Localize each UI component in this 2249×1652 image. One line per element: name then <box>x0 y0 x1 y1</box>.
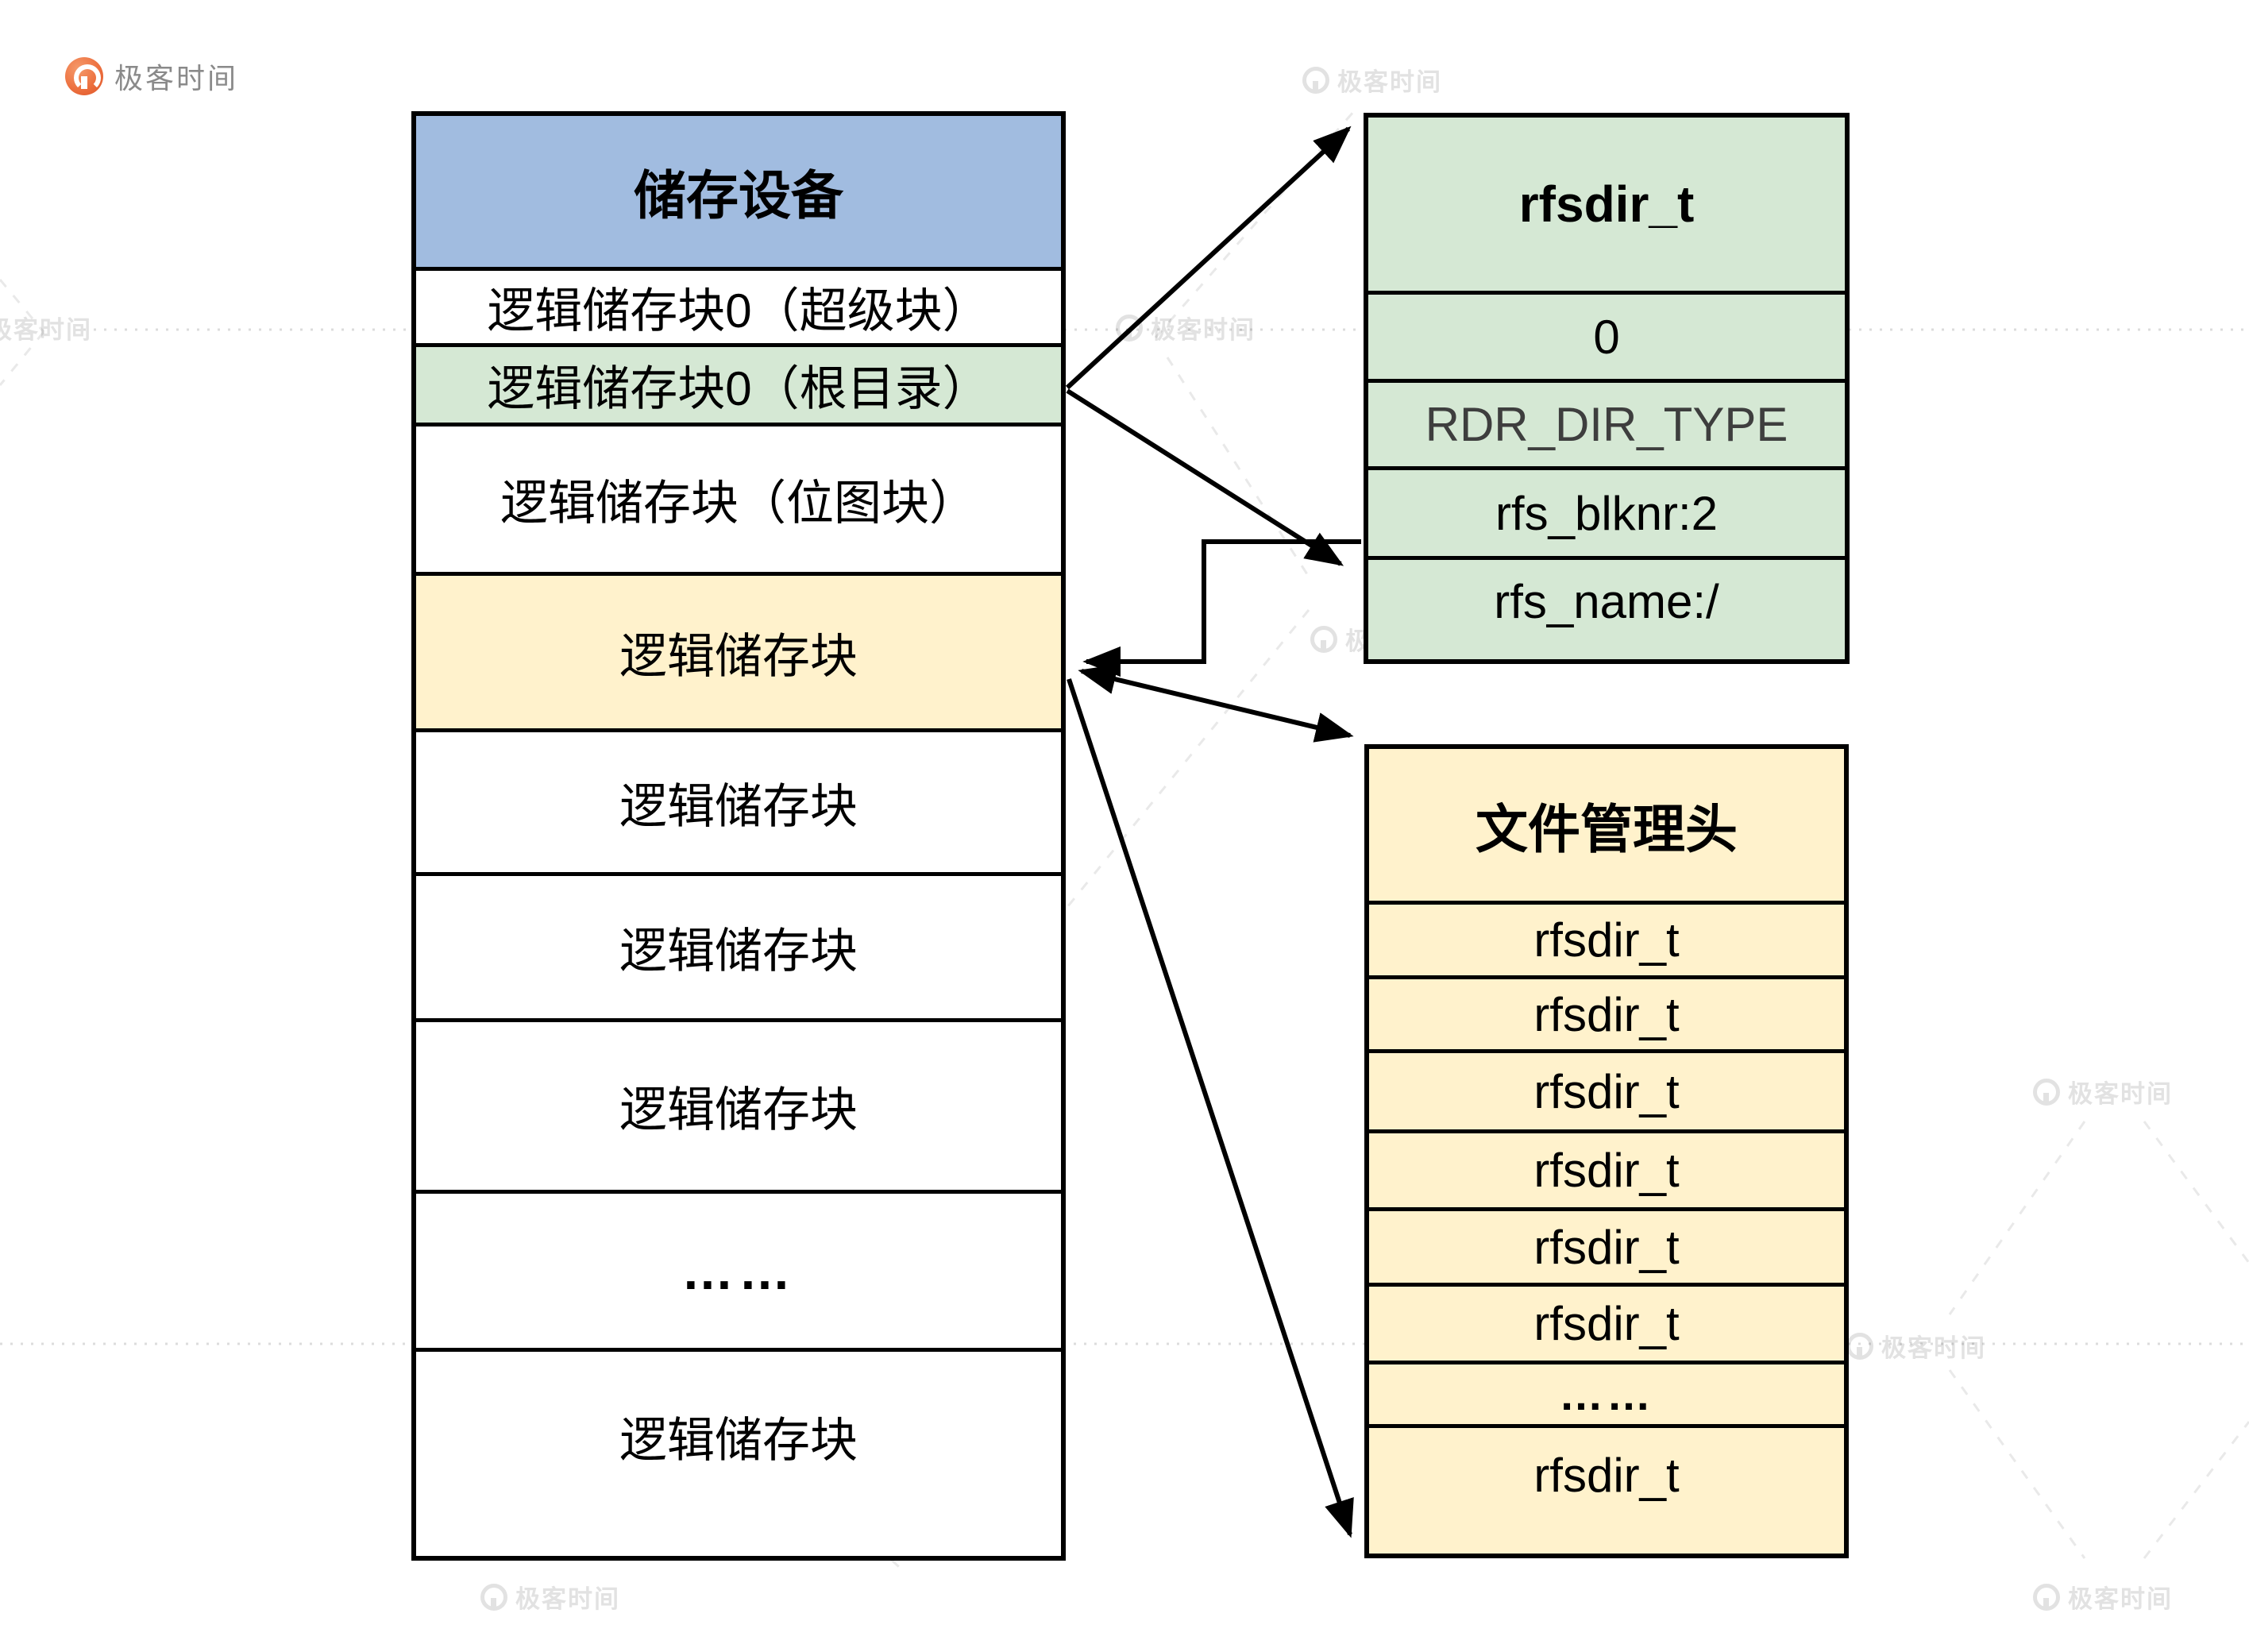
file-header-row-rfsdir: rfsdir_t <box>1369 1283 1844 1361</box>
storage-row-block-data: 逻辑储存块 <box>416 572 1061 728</box>
file-header-row-rfsdir: rfsdir_t <box>1369 901 1844 975</box>
watermark: 极客时间 <box>480 1579 620 1615</box>
file-header-row-rfsdir: rfsdir_t <box>1369 1129 1844 1207</box>
rfsdir-field-type: RDR_DIR_TYPE <box>1368 379 1845 466</box>
file-header-row-ellipsis: …… <box>1369 1361 1844 1424</box>
watermark: 极客时间 <box>1116 310 1256 345</box>
arrow-rootdir-to-rfsdir-name <box>1066 388 1344 566</box>
geektime-watermark-icon <box>1310 625 1337 653</box>
file-header-row-rfsdir: rfsdir_t <box>1369 1049 1844 1129</box>
rfsdir-struct-table: rfsdir_t 0 RDR_DIR_TYPE rfs_blknr:2 rfs_… <box>1364 113 1850 664</box>
storage-row-superblock: 逻辑储存块0（超级块） <box>416 267 1061 343</box>
arrow-block-to-fileheader-top <box>1078 664 1354 743</box>
storage-row-block: 逻辑储存块 <box>416 1018 1061 1190</box>
geektime-watermark-icon <box>1302 66 1329 94</box>
storage-row-block: 逻辑储存块 <box>416 872 1061 1018</box>
rfsdir-field-name: rfs_name:/ <box>1368 556 1845 643</box>
arrow-rootdir-to-rfsdir-top <box>1065 125 1352 390</box>
arrow-block-to-fileheader-last <box>1067 678 1354 1538</box>
watermark: 极客时间 <box>1846 1328 1986 1364</box>
rfsdir-field-zero: 0 <box>1368 291 1845 379</box>
watermark: 极客时间 <box>2033 1579 2173 1615</box>
file-header-row-rfsdir: rfsdir_t <box>1369 1424 1844 1522</box>
storage-row-block: 逻辑储存块 <box>416 728 1061 872</box>
watermark: 极客时间 <box>2033 1074 2173 1110</box>
brand-logo-text: 极客时间 <box>114 62 239 95</box>
geektime-watermark-icon <box>480 1583 507 1611</box>
rfsdir-field-blknr: rfs_blknr:2 <box>1368 466 1845 556</box>
file-header-row-rfsdir: rfsdir_t <box>1369 1207 1844 1283</box>
file-header-table: 文件管理头 rfsdir_t rfsdir_t rfsdir_t rfsdir_… <box>1364 744 1849 1558</box>
storage-table-title: 储存设备 <box>416 116 1061 267</box>
watermark: 极客时间 <box>0 316 92 344</box>
storage-row-ellipsis: …… <box>416 1190 1061 1348</box>
storage-device-table: 储存设备 逻辑储存块0（超级块） 逻辑储存块0（根目录） 逻辑储存块（位图块） … <box>411 111 1066 1561</box>
storage-row-rootdir: 逻辑储存块0（根目录） <box>416 343 1061 423</box>
rfsdir-table-title: rfsdir_t <box>1368 118 1845 291</box>
storage-row-bitmap: 逻辑储存块（位图块） <box>416 423 1061 572</box>
geektime-watermark-icon <box>2033 1583 2060 1611</box>
geektime-logo-icon <box>65 57 103 95</box>
geektime-watermark-icon <box>2033 1078 2060 1106</box>
connector-blknr-to-block-elbow <box>1082 539 1361 677</box>
watermark: 极客时间 <box>1302 62 1442 98</box>
file-header-row-rfsdir: rfsdir_t <box>1369 975 1844 1049</box>
brand-logo: 极客时间 <box>65 56 238 97</box>
storage-row-block: 逻辑储存块 <box>416 1348 1061 1520</box>
file-header-title: 文件管理头 <box>1369 749 1844 901</box>
